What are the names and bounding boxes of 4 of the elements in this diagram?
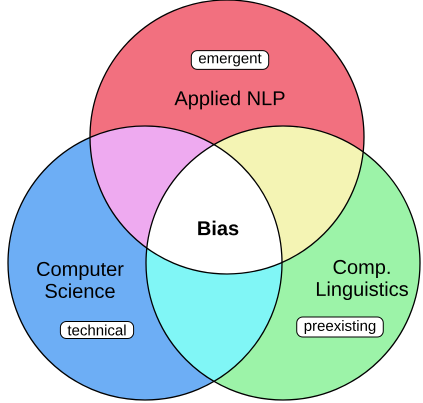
tag-badge: technical (60, 320, 134, 339)
tag-badge: emergent (190, 50, 270, 70)
overlap-label: Bias (198, 220, 238, 236)
tag-badge: preexisting (296, 316, 384, 338)
